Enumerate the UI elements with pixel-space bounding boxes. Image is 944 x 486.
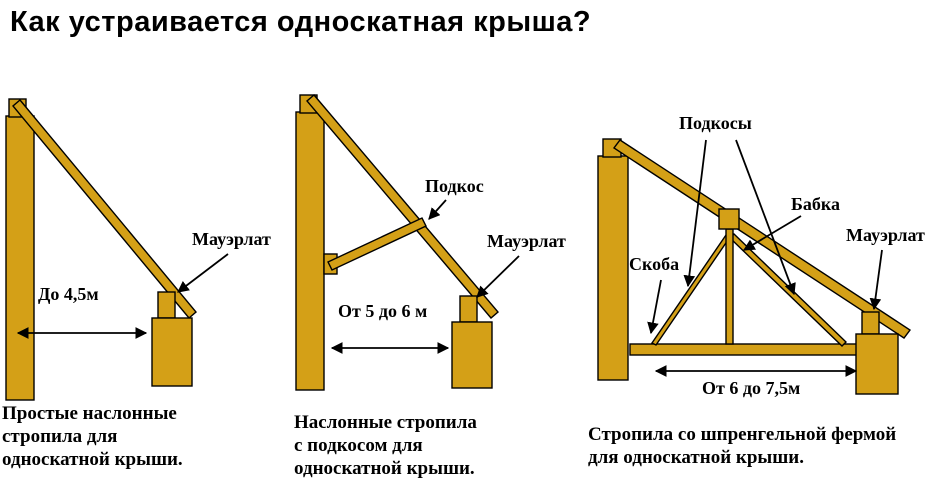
label-skoba-right-panel: Скоба <box>629 254 680 274</box>
caption-line: односкатной крыши. <box>2 449 183 470</box>
skoba-pointer-arrow <box>647 279 662 335</box>
mauerlat-block <box>861 311 880 335</box>
babka-post <box>725 228 734 345</box>
left-wall <box>597 155 629 381</box>
panel-rafters-with-truss <box>597 138 912 395</box>
right-wall <box>151 317 193 387</box>
caption-line: Наслонные стропила <box>294 412 477 433</box>
strut-pointer-arrow <box>428 199 447 220</box>
dimension-label-right-panel: От 6 до 7,5м <box>702 378 801 398</box>
label-podkos-middle-panel: Подкос <box>425 176 484 196</box>
page-title: Как устраивается односкатная крыша? <box>10 6 592 38</box>
right-wall <box>451 321 493 389</box>
strut-right-pointer-arrow <box>735 139 796 296</box>
mauerlat-pointer-arrow <box>177 253 229 293</box>
mauerlat-pointer-arrow <box>869 249 883 311</box>
caption-line: Стропила со шпренгельной фермой <box>588 424 897 445</box>
mauerlat-block <box>157 291 176 319</box>
caption-line: Простые наслонные <box>2 403 177 424</box>
caption-line: для односкатной крыши. <box>588 447 804 468</box>
rafter <box>306 94 499 319</box>
dimension-label-left-panel: До 4,5м <box>38 284 99 304</box>
panel-simple-rafters <box>5 98 229 401</box>
label-babka-right-panel: Бабка <box>791 194 840 214</box>
label-mauerlat-left-panel: Мауэрлат <box>192 229 271 249</box>
tie-beam <box>629 343 873 356</box>
caption-rafters-with-strut: Наслонные стропила с подкосом для односк… <box>294 411 477 480</box>
strut-left <box>650 234 732 346</box>
mauerlat-pointer-arrow <box>476 255 520 298</box>
mauerlat-block <box>459 295 478 323</box>
panel-rafters-with-strut <box>295 94 520 391</box>
left-wall <box>5 115 35 401</box>
label-mauerlat-right-panel: Мауэрлат <box>846 225 925 245</box>
dimension-label-middle-panel: От 5 до 6 м <box>338 301 428 321</box>
label-mauerlat-middle-panel: Мауэрлат <box>487 231 566 251</box>
babka-top-block <box>718 208 740 230</box>
right-wall <box>855 333 899 395</box>
babka-pointer-arrow <box>742 215 802 251</box>
label-podkosy-right-panel: Подкосы <box>679 113 752 133</box>
strut <box>327 217 427 271</box>
caption-line: односкатной крыши. <box>294 458 475 479</box>
caption-line: с подкосом для <box>294 435 423 456</box>
caption-simple-rafters: Простые наслонные стропила для односкатн… <box>2 402 183 471</box>
left-wall <box>295 111 325 391</box>
caption-rafters-with-truss: Стропила со шпренгельной фермой для одно… <box>588 423 896 469</box>
caption-line: стропила для <box>2 426 118 447</box>
strut-left-pointer-arrow <box>683 139 707 288</box>
